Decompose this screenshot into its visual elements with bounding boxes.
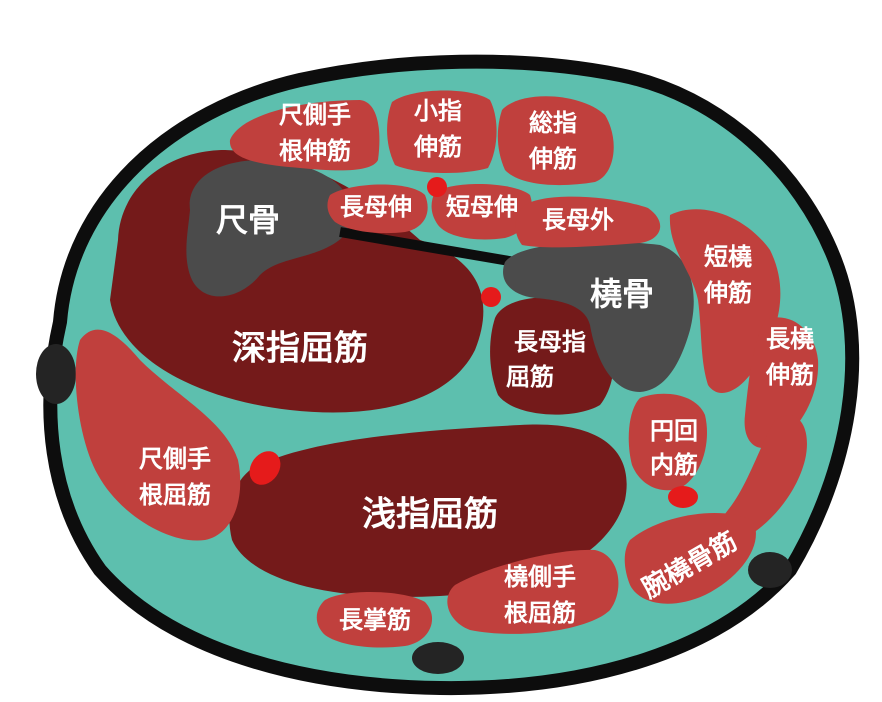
ulnar-artery-vessel — [249, 451, 281, 485]
label-extensor-pollicis-longus: 長母伸 — [340, 193, 412, 221]
flexor-digitorum-superficialis-muscle — [229, 424, 627, 597]
label-abductor-pollicis-longus: 長母外 — [542, 206, 614, 234]
vessel-dot-upper — [427, 177, 447, 197]
extensor-pollicis-longus-muscle — [327, 184, 428, 234]
abductor-pollicis-longus-muscle — [515, 196, 661, 248]
muscle-strip-right — [717, 415, 807, 546]
label-extensor-carpi-radialis-brevis-line2: 伸筋 — [703, 279, 752, 307]
radial-artery-vessel — [668, 486, 698, 508]
extensor-digiti-minimi-muscle — [387, 90, 497, 174]
label-extensor-digiti-minimi-line1: 小指 — [414, 97, 462, 125]
palmaris-longus-muscle — [316, 591, 433, 648]
border-oval-bottom — [412, 642, 464, 674]
label-extensor-digitorum-line2: 伸筋 — [528, 145, 577, 173]
brachioradialis-muscle — [624, 512, 756, 604]
label-extensor-carpi-ulnaris-line1: 尺側手 — [279, 101, 351, 129]
extensor-carpi-ulnaris-muscle — [229, 100, 380, 171]
vessel-dot-middle — [481, 287, 501, 307]
label-extensor-carpi-radialis-longus-line2: 伸筋 — [765, 361, 814, 389]
label-ulna: 尺骨 — [216, 201, 280, 239]
border-oval-left — [36, 344, 76, 404]
label-flexor-carpi-radialis-line2: 根屈筋 — [504, 599, 576, 627]
flexor-carpi-radialis-muscle — [447, 549, 619, 634]
pronator-teres-muscle — [628, 393, 708, 491]
extensor-pollicis-brevis-muscle — [431, 184, 532, 240]
label-extensor-carpi-radialis-longus-line1: 長橈 — [766, 325, 814, 353]
label-flexor-carpi-ulnaris-line2: 根屈筋 — [139, 481, 211, 509]
flexor-carpi-ulnaris-muscle — [75, 329, 241, 541]
label-extensor-digiti-minimi-line2: 伸筋 — [413, 133, 462, 161]
label-flexor-pollicis-longus-line2: 屈筋 — [506, 363, 554, 391]
flexor-pollicis-longus-muscle — [490, 297, 614, 415]
label-flexor-carpi-ulnaris-line1: 尺側手 — [139, 445, 211, 473]
label-pronator-teres-line2: 内筋 — [650, 451, 698, 479]
border-oval-right — [748, 552, 792, 588]
label-extensor-digitorum-line1: 総指 — [529, 109, 577, 137]
interosseous-membrane — [339, 227, 516, 267]
ulna-bone — [186, 160, 352, 297]
label-palmaris-longus: 長掌筋 — [339, 606, 411, 634]
label-extensor-carpi-ulnaris-line2: 根伸筋 — [279, 137, 351, 165]
extensor-digitorum-muscle — [497, 96, 614, 186]
label-radius: 橈骨 — [590, 275, 654, 313]
label-pronator-teres-line1: 円回 — [650, 417, 698, 445]
label-extensor-pollicis-brevis: 短母伸 — [446, 193, 518, 221]
label-flexor-pollicis-longus-line1: 長母指 — [514, 328, 586, 356]
extensor-carpi-radialis-brevis-muscle — [669, 209, 781, 393]
extensor-carpi-radialis-longus-muscle — [744, 317, 819, 449]
radius-bone — [503, 241, 694, 392]
label-flexor-digitorum-profundus: 深指屈筋 — [232, 329, 368, 369]
label-flexor-carpi-radialis-line1: 橈側手 — [504, 563, 576, 591]
label-flexor-digitorum-superficialis: 浅指屈筋 — [362, 495, 498, 535]
label-extensor-carpi-radialis-brevis-line1: 短橈 — [704, 243, 752, 271]
